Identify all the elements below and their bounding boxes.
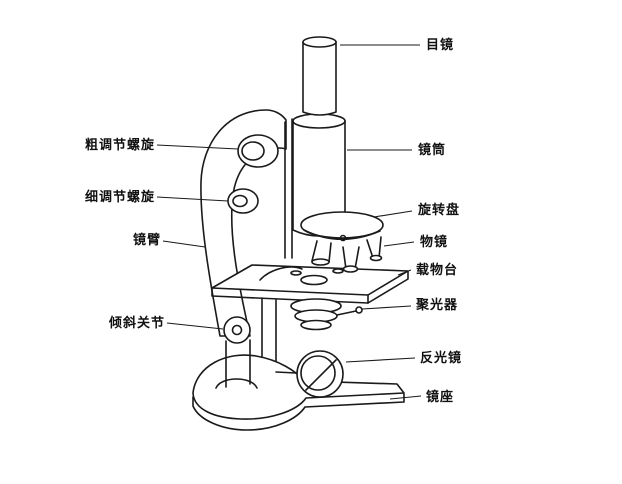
coarse-adjustment-knob-drawing [237, 134, 279, 168]
label-eyepiece: 目镜 [426, 37, 455, 52]
label-mirror: 反光镜 [420, 350, 463, 365]
leader-inclination-joint [166, 322, 224, 330]
leader-nosepiece [373, 210, 413, 218]
nosepiece-drawing [300, 211, 384, 242]
fine-adjustment-knob-drawing [227, 188, 259, 214]
label-nosepiece: 旋转盘 [418, 202, 461, 217]
leader-stage [397, 269, 412, 276]
leader-coarse-knob [156, 144, 239, 150]
label-coarse-adjustment-knob: 粗调节螺旋 [84, 137, 155, 152]
leader-mirror [345, 357, 416, 363]
label-objective: 物镜 [420, 234, 449, 249]
label-fine-adjustment-knob: 细调节螺旋 [84, 189, 155, 204]
leader-fine-knob [156, 196, 229, 202]
label-body-tube: 镜筒 [418, 142, 447, 157]
label-arm: 镜臂 [132, 232, 161, 247]
mirror-drawing [275, 350, 344, 398]
label-inclination-joint: 倾斜关节 [108, 315, 165, 330]
stage-drawing [211, 264, 409, 304]
leader-objective [383, 241, 415, 247]
rack-strip-drawing [284, 118, 293, 259]
base-drawing [192, 354, 405, 431]
label-condenser: 聚光器 [416, 297, 459, 312]
objective-lenses-drawing [311, 236, 383, 273]
eyepiece-drawing [302, 36, 337, 116]
condenser-drawing [290, 298, 363, 331]
inclination-joint-drawing [215, 316, 258, 389]
leader-base [389, 395, 422, 400]
label-base: 镜座 [426, 389, 455, 404]
leader-condenser [361, 305, 412, 310]
label-stage: 载物台 [416, 262, 459, 277]
leader-arm [162, 240, 206, 248]
